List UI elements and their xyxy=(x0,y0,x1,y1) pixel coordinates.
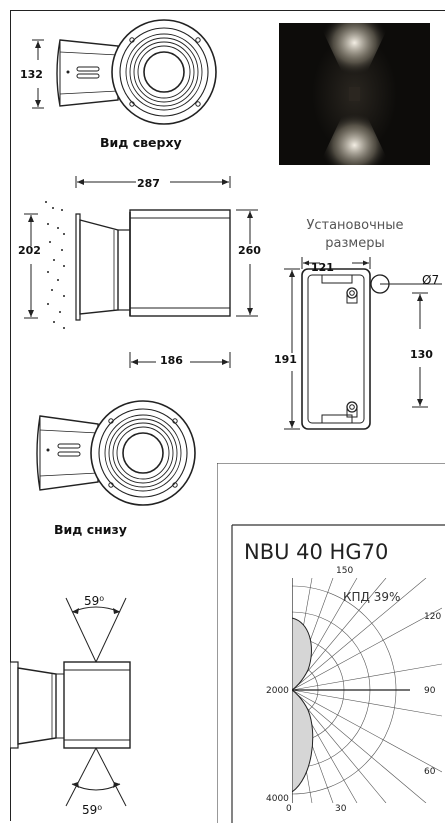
dim-mount-width: 121 xyxy=(311,261,334,274)
dim-hole-diameter: Ø7 xyxy=(422,273,440,287)
polar-label-0: 0 xyxy=(286,804,292,814)
side-view-drawing xyxy=(24,176,258,368)
polar-label-2000: 2000 xyxy=(266,686,289,696)
dim-body-height: 260 xyxy=(238,244,261,257)
polar-label-30: 30 xyxy=(335,804,347,814)
dim-top-height: 132 xyxy=(20,68,43,81)
polar-label-60: 60 xyxy=(424,767,436,777)
dim-body-width: 186 xyxy=(160,354,183,367)
dim-mount-height: 191 xyxy=(274,353,297,366)
polar-label-90: 90 xyxy=(424,686,436,696)
top-view-caption: Вид сверху xyxy=(100,135,182,150)
drawing-frame xyxy=(10,10,445,821)
polar-label-4000: 4000 xyxy=(266,794,289,804)
mounting-title-line1: Установочные xyxy=(306,218,404,233)
polar-title: NBU 40 HG70 xyxy=(244,540,389,564)
dim-overall-length: 287 xyxy=(137,177,160,190)
bottom-view-caption: Вид снизу xyxy=(54,522,127,537)
polar-panel-frame xyxy=(217,463,445,823)
dim-wall-height: 202 xyxy=(18,244,41,257)
beam-angle-drawing xyxy=(10,597,131,807)
light-beam-photo xyxy=(279,23,430,165)
polar-diagram xyxy=(292,578,442,803)
beam-angle-top: 59⁰ xyxy=(84,594,105,608)
bottom-view-drawing xyxy=(36,400,196,506)
dim-mount-hole-spacing: 130 xyxy=(410,348,433,361)
beam-angle-bottom: 59⁰ xyxy=(82,803,103,817)
mounting-plate-drawing xyxy=(284,257,442,430)
mounting-title-line2: размеры xyxy=(325,236,385,251)
top-view-drawing xyxy=(32,19,217,125)
polar-label-150: 150 xyxy=(336,566,354,576)
polar-label-120: 120 xyxy=(424,612,442,622)
polar-efficiency: КПД 39% xyxy=(343,590,401,604)
